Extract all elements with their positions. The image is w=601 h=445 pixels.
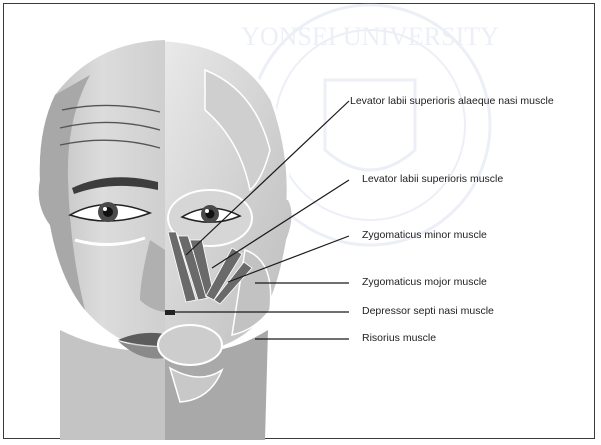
orbicularis-oris bbox=[158, 325, 222, 365]
watermark-text: YONSEI UNIVERSITY bbox=[241, 22, 499, 51]
depressor-septi-marker bbox=[165, 310, 175, 315]
label-zygomaticus-minor: Zygomaticus minor muscle bbox=[362, 229, 487, 241]
label-levator-labii-alaeque: Levator labii superioris alaeque nasi mu… bbox=[350, 95, 554, 107]
label-levator-labii: Levator labii superioris muscle bbox=[362, 173, 503, 185]
label-zygomaticus-major: Zygomaticus mojor muscle bbox=[362, 276, 487, 288]
label-depressor-septi: Depressor septi nasi muscle bbox=[362, 305, 494, 317]
label-risorius: Risorius muscle bbox=[362, 332, 436, 344]
